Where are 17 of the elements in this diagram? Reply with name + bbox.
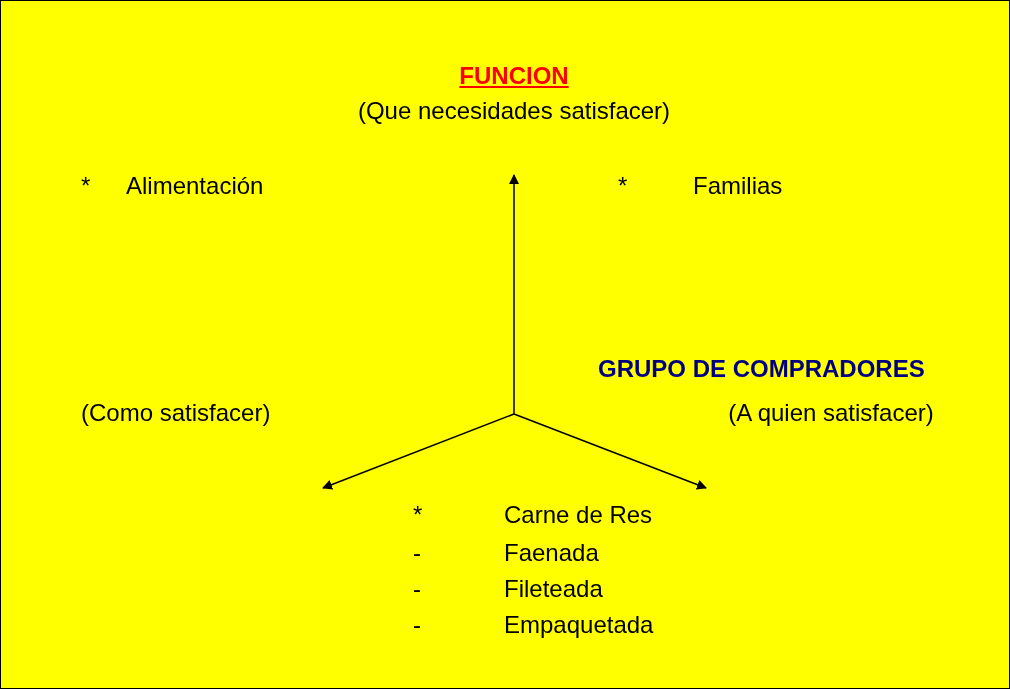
subheading-text: (A quien satisfacer) xyxy=(728,399,934,427)
heading-text: GRUPO DE COMPRADORES xyxy=(598,355,925,383)
item-text: Familias xyxy=(693,172,783,200)
dash-mark: - xyxy=(413,575,421,603)
item-text: Fileteada xyxy=(504,575,603,603)
bullet-mark: * xyxy=(618,172,628,200)
bullet-mark: * xyxy=(413,501,423,529)
item-text: Carne de Res xyxy=(504,501,653,529)
item-text: Alimentación xyxy=(126,172,264,200)
bullet-mark: * xyxy=(81,172,91,200)
heading-text: FUNCION xyxy=(459,62,569,90)
subheading-text: (Como satisfacer) xyxy=(81,399,271,427)
dash-mark: - xyxy=(413,539,421,567)
subheading-text: (Que necesidades satisfacer) xyxy=(357,97,671,125)
item-text: Faenada xyxy=(504,539,599,567)
item-text: Empaquetada xyxy=(504,611,654,639)
dash-mark: - xyxy=(413,611,421,639)
